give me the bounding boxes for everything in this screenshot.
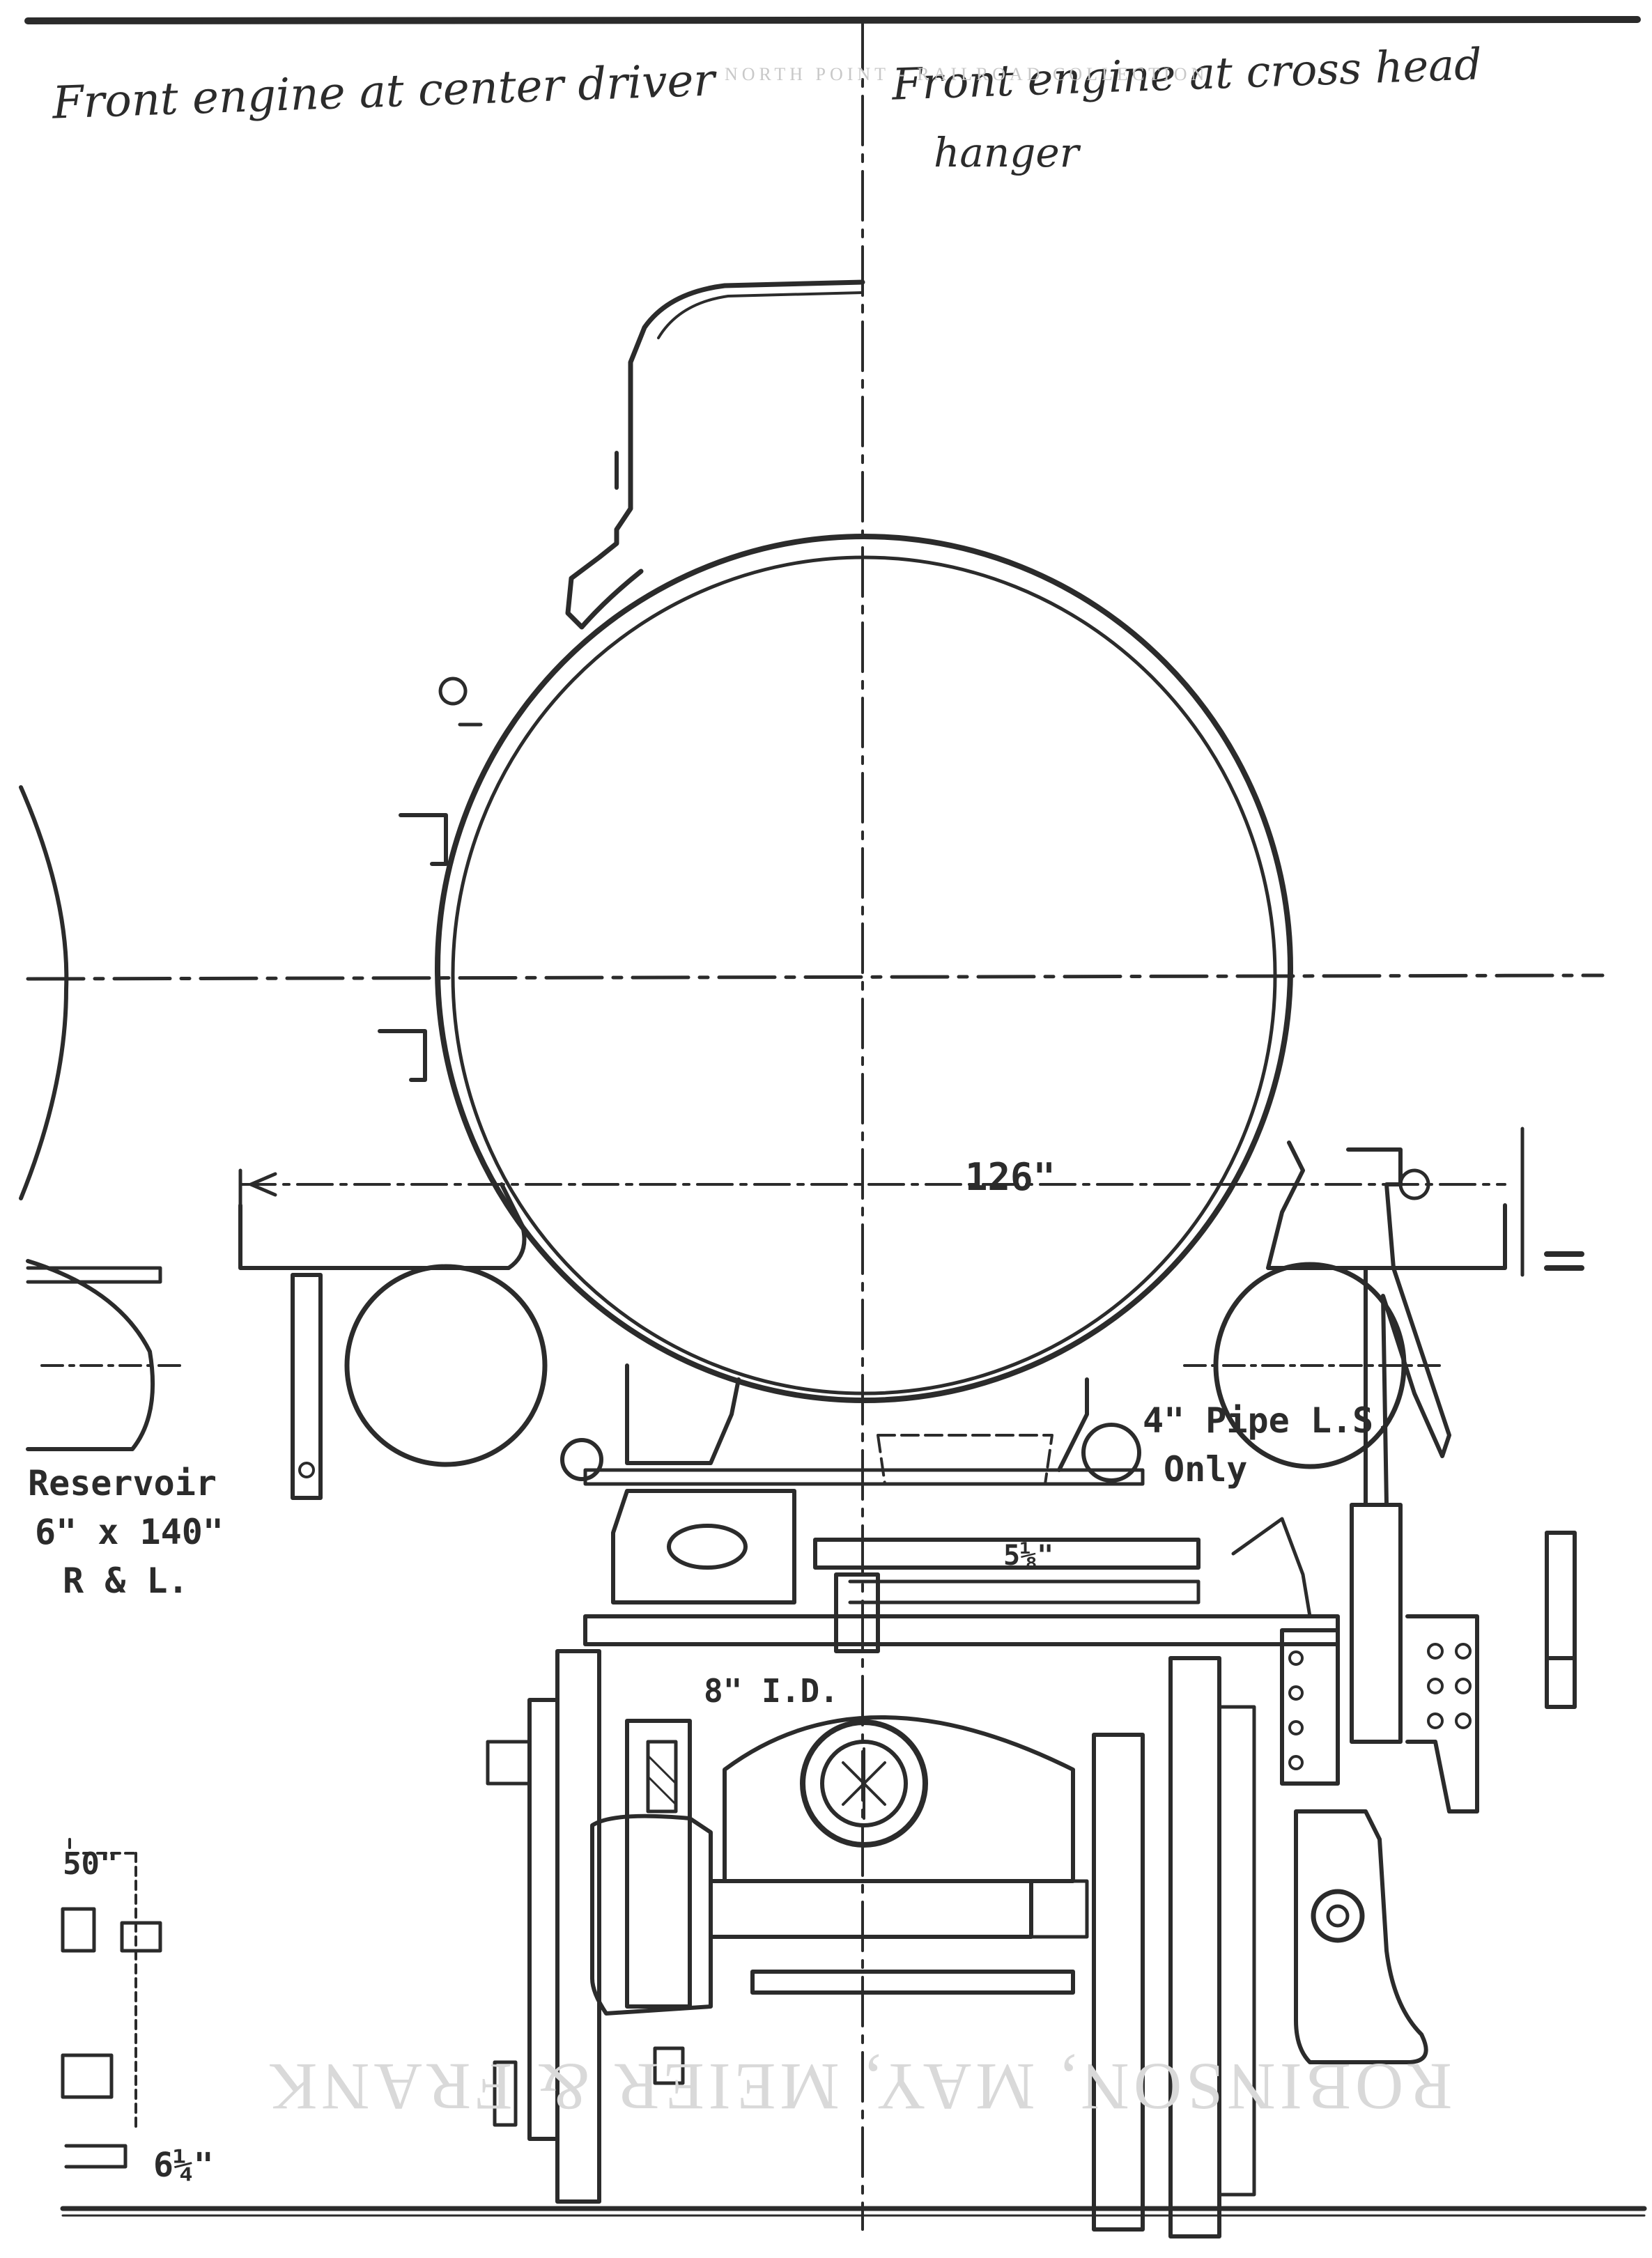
valve-chest [611, 1489, 796, 1604]
pipe-fitting-right [1081, 1423, 1141, 1483]
fifty-dimension-label: 50" [63, 1846, 118, 1882]
wheel-hub-inner [820, 1740, 908, 1827]
annotation-right-line2: hanger [934, 129, 1079, 176]
journal-box-left [625, 1719, 692, 2009]
smokestack-inner [657, 291, 864, 339]
far-right-frame [1545, 1531, 1577, 1709]
buffer-beam-left [238, 1182, 527, 1270]
top-border [24, 16, 1641, 24]
small-dimension-label: 5⅛" [1003, 1540, 1054, 1572]
left-partial-driver [19, 785, 69, 1200]
reservoir-label-line2: 6" x 140" [35, 1512, 224, 1552]
cylinder-saddle [625, 1363, 1089, 1472]
mirrored-stamp: ROBINSON, MAY, MEIER & FRANK [265, 2050, 1453, 2124]
boiler-outer-ring [435, 534, 1293, 1403]
step-bracket-lower [378, 1029, 427, 1082]
handrail-ring [438, 676, 483, 727]
pipe-fitting-left [560, 1438, 603, 1481]
axle-housing [723, 1715, 1075, 1883]
horizontal-centerline [26, 973, 1605, 981]
width-dimension-label: 126" [965, 1155, 1056, 1199]
right-wheel-tread [1092, 1733, 1145, 2232]
faint-header-text: NORTH POINT - RAILROAD COLLECTION [725, 64, 1209, 84]
boiler-inner-ring [451, 555, 1277, 1395]
detail-inset [68, 1838, 137, 2133]
six-quarter-dimension-label: 6¼" [153, 2146, 214, 2185]
far-left-reservoir [26, 1259, 155, 1451]
spring-pad [1350, 1503, 1403, 1744]
smokestack-outline [565, 279, 865, 630]
wheel-hub-outer [800, 1719, 928, 1848]
pipe-label-line1: 4" Pipe L.S. [1143, 1400, 1395, 1441]
left-reservoir-tank [344, 1264, 548, 1467]
step-bracket-upper [399, 813, 448, 866]
bore-dimension-label: 8" I.D. [704, 1672, 839, 1710]
buffer-beam-right [1266, 1140, 1507, 1270]
axle-bar [709, 1879, 1033, 1939]
equalizer-block [1280, 1628, 1340, 1786]
eccentric-link [1294, 1809, 1428, 2064]
reservoir-label-line3: R & L. [63, 1561, 189, 1601]
reservoir-label-line1: Reservoir [28, 1463, 217, 1503]
pipe-label-line2: Only [1164, 1449, 1248, 1490]
frame-crossbeam [583, 1614, 1340, 1646]
right-wheel-flange [1168, 1656, 1221, 2238]
